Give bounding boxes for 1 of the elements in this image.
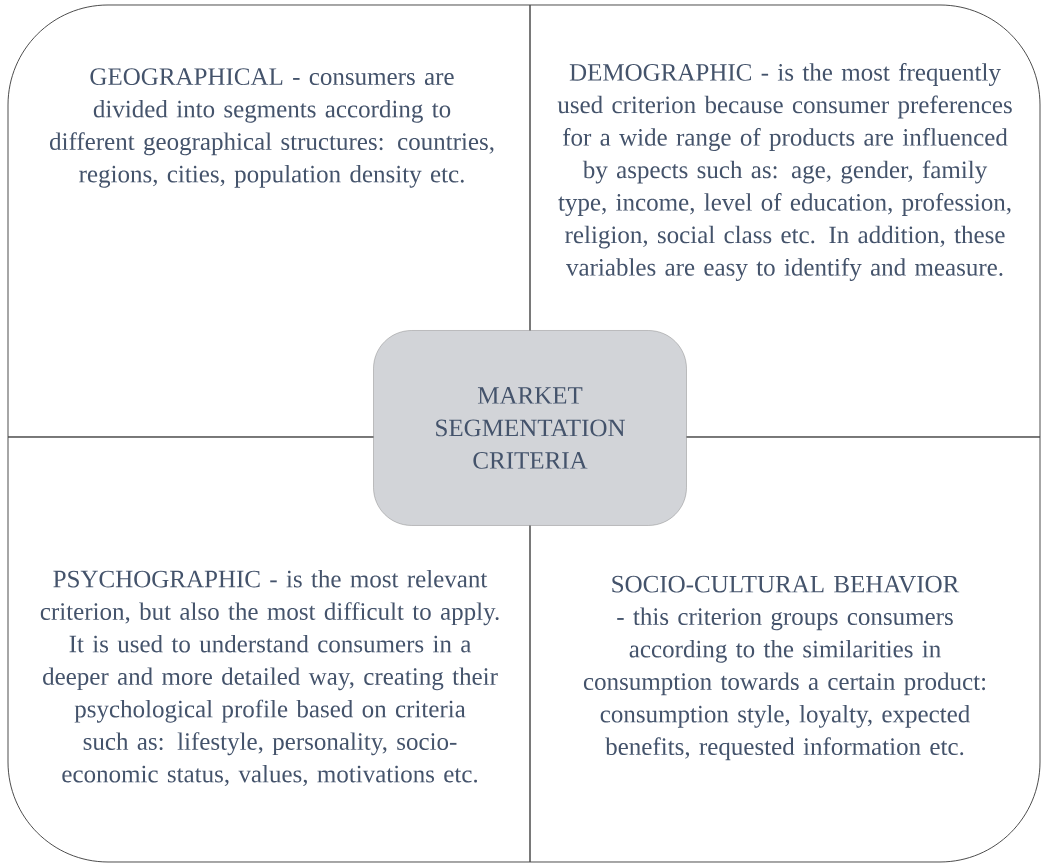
center-box: MARKET SEGMENTATION CRITERIA [373, 330, 687, 526]
